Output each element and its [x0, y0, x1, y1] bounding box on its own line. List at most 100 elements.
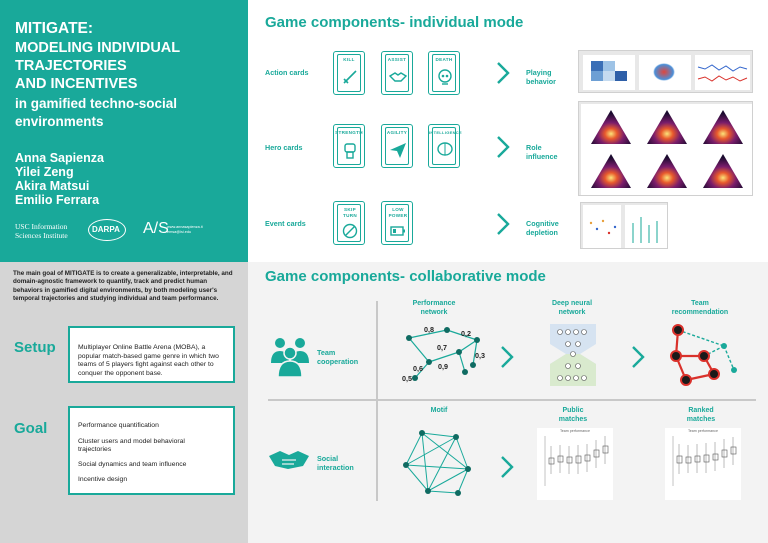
performance-network-graph: [406, 327, 480, 381]
title-line: matches: [686, 415, 716, 423]
author-4: Emilio Ferrara: [15, 193, 100, 207]
kill-card-label: KILL: [343, 57, 355, 62]
no-entry-icon: [342, 223, 358, 239]
usc-logo-line-2: Sciences Institute: [15, 230, 68, 240]
team-icon: [271, 338, 309, 377]
death-card: DEATH: [428, 51, 460, 95]
boxplot-title: Team performance: [688, 429, 718, 433]
title-line: matches: [558, 415, 588, 423]
goal-item: Performance quantification: [78, 422, 159, 429]
result-line: influence: [526, 152, 558, 161]
team-recommendation-graph: [670, 324, 737, 386]
author-3: Akira Matsui: [15, 179, 90, 193]
fist-icon: [344, 143, 356, 159]
kill-card: KILL: [333, 51, 365, 95]
collaborative-heading: Game components- collaborative mode: [265, 268, 546, 285]
darpa-logo: [88, 219, 126, 241]
action-cards-label: Action cards: [265, 68, 309, 77]
edge-weight: 0,9: [438, 362, 448, 371]
usc-logo-line-1: USC Information: [15, 222, 68, 231]
label-line: Social: [317, 454, 339, 463]
title-line-6: environments: [15, 114, 104, 129]
boxplot-title: Team performance: [560, 429, 590, 433]
edge-weight: 0,5: [402, 374, 412, 383]
abstract-text: The main goal of MITIGATE is to create a…: [13, 270, 233, 303]
playing-behavior-figures: [578, 50, 753, 93]
skip-turn-card-label: SKIP TURN: [343, 207, 357, 218]
chevron-right-icon: [501, 346, 514, 368]
goal-item: Cluster users and model behavioral traje…: [78, 437, 185, 454]
agility-card: AGILITY: [381, 124, 413, 168]
scatter-figure: [639, 55, 691, 90]
chevron-right-icon: [501, 456, 514, 478]
handshake-icon: [389, 72, 407, 82]
as-contact-web: www.annasapienza.it: [167, 225, 203, 229]
skip-turn-card: SKIP TURN: [333, 201, 365, 245]
edge-weight: 0,6: [413, 364, 423, 373]
goal-box: Performance quantification Cluster users…: [68, 406, 235, 495]
handshake-icon: [269, 451, 309, 469]
brain-icon: [437, 142, 453, 156]
edge-weight: 0,7: [437, 343, 447, 352]
label-line: cooperation: [317, 357, 359, 366]
title-line: Motif: [430, 407, 448, 414]
line-figure: [695, 55, 750, 90]
death-card-label: DEATH: [435, 57, 453, 62]
goal-panel: [0, 262, 248, 543]
edge-weight: 0,2: [461, 329, 471, 338]
author-1: Anna Sapienza: [15, 151, 104, 165]
motif-title: Motif: [419, 407, 459, 416]
intelligence-card-label: INTELLIGENCE: [429, 130, 462, 135]
edge-weight: 0,8: [424, 325, 434, 334]
title-line: Deep neural: [551, 300, 593, 307]
heatmap-figure: [583, 55, 635, 90]
cognitive-depletion-figures: [580, 202, 668, 249]
battery-low-icon: [390, 226, 405, 236]
boxplot-marks: [672, 436, 737, 486]
intelligence-card: INTELLIGENCE: [428, 124, 462, 168]
paper-plane-icon: [390, 143, 406, 158]
chevron-right-icon: [632, 346, 645, 368]
result-line: Role: [526, 143, 542, 152]
horizontal-divider: [268, 399, 756, 401]
title-line-3: TRAJECTORIES: [15, 58, 127, 74]
goal-item: Social dynamics and team influence: [78, 460, 187, 468]
deep-neural-network-diagram: [550, 324, 596, 386]
skull-icon: [438, 69, 452, 85]
title-line: Performance: [412, 300, 456, 307]
as-logo-contact: www.annasapienza.it emsa@isi.edu: [167, 225, 203, 235]
agility-card-label: AGILITY: [386, 130, 408, 135]
assist-card-label: ASSIST: [387, 57, 407, 62]
goal-item: Incentive design: [78, 476, 128, 484]
motif-graph: [403, 430, 471, 496]
strength-card-label: STRENGTH: [335, 130, 363, 135]
strength-card: STRENGTH: [333, 124, 365, 168]
author-2: Yilei Zeng: [15, 165, 74, 179]
title-panel: MITIGATE: MODELING INDIVIDUAL TRAJECTORI…: [0, 0, 248, 262]
depletion-plots: [583, 205, 667, 248]
boxplot-marks: [544, 436, 609, 486]
ternary-heatmap-figures: [578, 101, 753, 196]
title-line: recommendation: [671, 308, 729, 316]
low-power-card-label: LOW POWER: [388, 207, 408, 218]
public-matches-boxplot: Team performance: [537, 428, 613, 500]
event-cards-label: Event cards: [265, 219, 306, 228]
ternary-plots: [581, 104, 752, 195]
goal-label: Goal: [14, 420, 48, 437]
chevron-right-icon: [497, 62, 510, 84]
title-line: network: [558, 308, 586, 316]
individual-heading: Game components- individual mode: [265, 14, 524, 31]
usc-isi-logo: USC Information Sciences Institute: [15, 222, 68, 240]
as-contact-email: emsa@isi.edu: [167, 230, 192, 234]
hero-cards-label: Hero cards: [265, 143, 303, 152]
result-line: Playing: [526, 68, 552, 77]
